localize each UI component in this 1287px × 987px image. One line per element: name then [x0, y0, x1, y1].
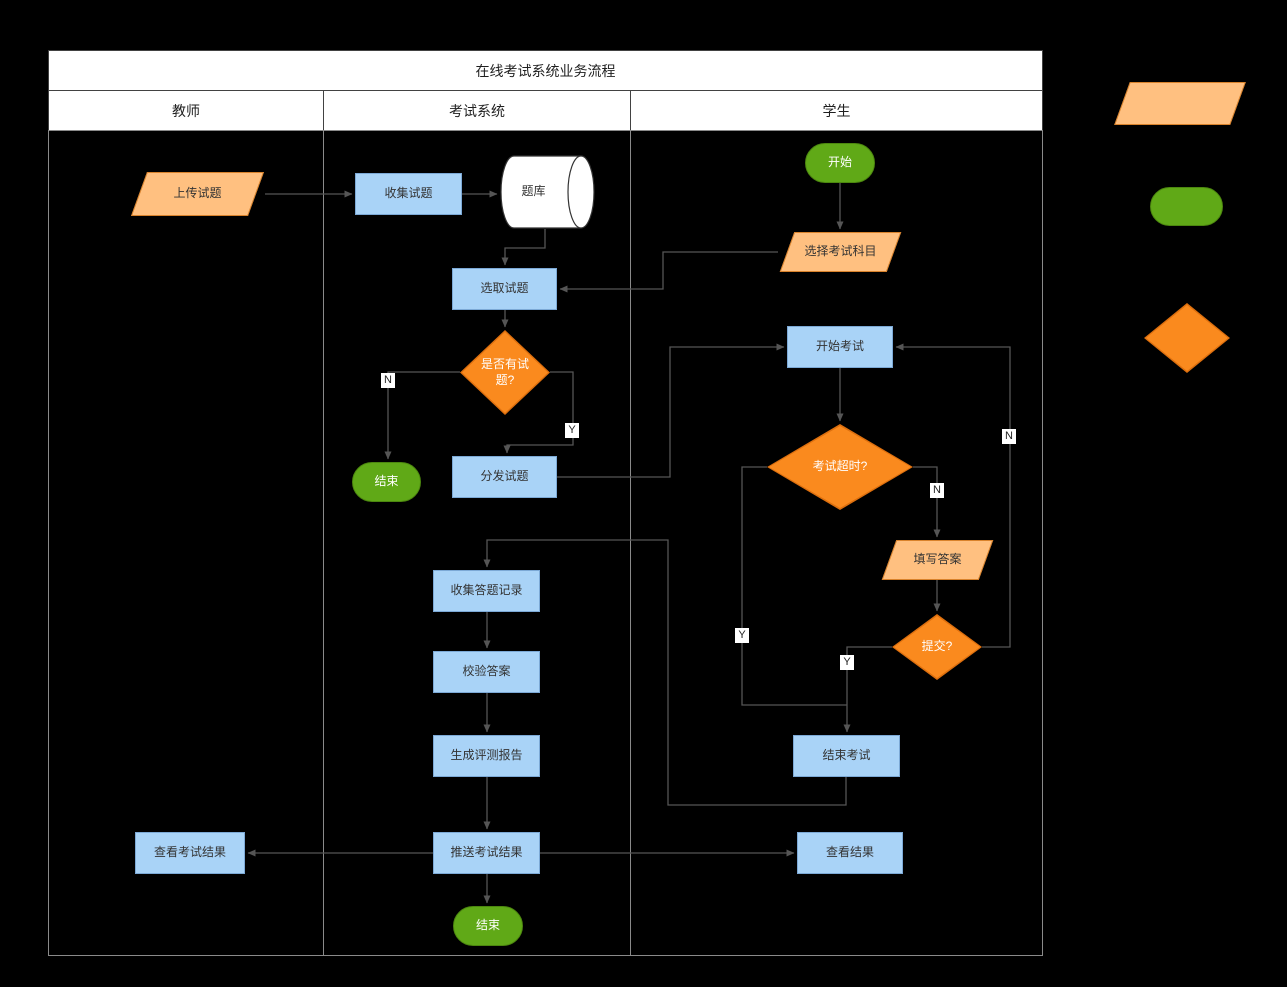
- node-generate-report: 生成评测报告: [433, 735, 540, 777]
- cylinder-shape: [500, 155, 595, 229]
- node-end-exam: 结束考试: [793, 735, 900, 777]
- node-select-questions: 选取试题: [452, 268, 557, 310]
- node-collect-questions: 收集试题: [355, 173, 462, 215]
- branch-label-has-questions-y: Y: [565, 423, 579, 438]
- diamond-fill: [1146, 305, 1228, 371]
- node-question-bank-database: 题库: [500, 155, 595, 229]
- lane-label: 学生: [822, 102, 851, 119]
- parallelogram-shape: [1114, 82, 1246, 125]
- lane-body-area: [48, 130, 1043, 956]
- node-has-questions-decision: 是否有试题?: [460, 330, 550, 415]
- node-fill-answers: 填写答案: [880, 540, 995, 580]
- diagram-title: 在线考试系统业务流程: [475, 62, 616, 79]
- legend-decision-shape: [1144, 303, 1230, 373]
- lane-label: 教师: [172, 102, 200, 119]
- node-collect-answer-records: 收集答题记录: [433, 570, 540, 612]
- node-verify-answers: 校验答案: [433, 651, 540, 693]
- lane-divider-2: [630, 130, 631, 956]
- lane-header-system: 考试系统: [323, 90, 631, 131]
- lane-header-teacher: 教师: [48, 90, 324, 131]
- lane-label: 考试系统: [449, 102, 505, 119]
- legend-io-shape: [1113, 82, 1247, 125]
- node-start-exam: 开始考试: [787, 326, 893, 368]
- branch-label-submit-y: Y: [840, 655, 854, 670]
- node-upload-questions: 上传试题: [130, 172, 265, 216]
- node-push-exam-results: 推送考试结果: [433, 832, 540, 874]
- node-exam-timeout-decision: 考试超时?: [767, 424, 913, 510]
- node-choose-exam-subject: 选择考试科目: [778, 232, 903, 272]
- node-start: 开始: [805, 143, 875, 183]
- diagram-title-bar: 在线考试系统业务流程: [48, 50, 1043, 91]
- branch-label-has-questions-n: N: [381, 373, 395, 388]
- node-system-end: 结束: [453, 906, 523, 946]
- node-submit-decision: 提交?: [892, 614, 982, 680]
- lane-header-student: 学生: [630, 90, 1043, 131]
- lane-divider-1: [323, 130, 324, 956]
- node-view-results-student: 查看结果: [797, 832, 903, 874]
- branch-label-timeout-n: N: [930, 483, 944, 498]
- node-teacher-end: 结束: [352, 462, 421, 502]
- legend-terminal-shape: [1150, 187, 1223, 226]
- branch-label-timeout-y: Y: [735, 628, 749, 643]
- node-view-exam-results-teacher: 查看考试结果: [135, 832, 245, 874]
- node-distribute-questions: 分发试题: [452, 456, 557, 498]
- branch-label-submit-n: N: [1002, 429, 1016, 444]
